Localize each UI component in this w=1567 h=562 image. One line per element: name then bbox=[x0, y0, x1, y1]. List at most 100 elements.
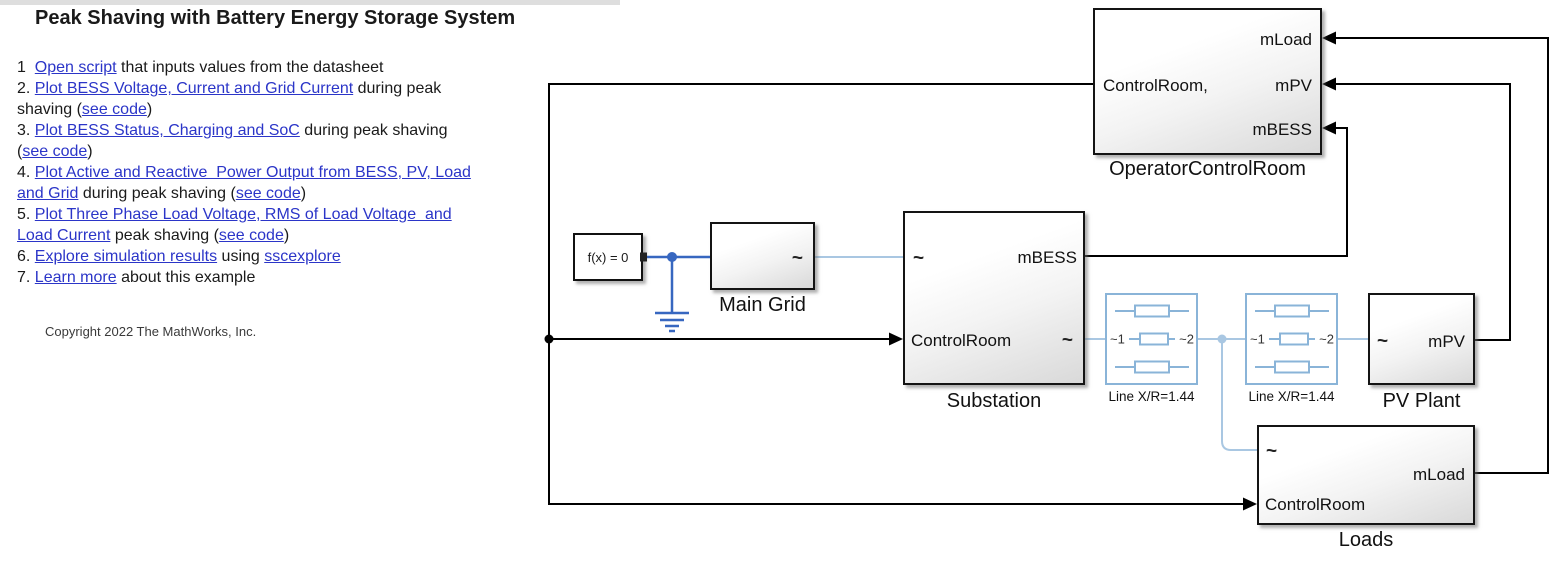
instruction-link[interactable]: Plot BESS Status, Charging and SoC bbox=[34, 122, 300, 139]
instruction-text: using bbox=[217, 248, 265, 265]
main-grid-block[interactable]: ~ bbox=[710, 222, 815, 290]
instruction-text: during peak shaving bbox=[299, 122, 448, 139]
instruction-line: 7. Learn more about this example bbox=[17, 267, 557, 288]
loads-tilde-port: ~ bbox=[1266, 441, 1278, 462]
instruction-text: 5. bbox=[17, 206, 35, 223]
substation-mbess-port: mBESS bbox=[1017, 248, 1077, 267]
port-label-mpv: mPV bbox=[1275, 76, 1312, 95]
instruction-line: 1 Open script that inputs values from th… bbox=[17, 57, 557, 78]
instruction-link[interactable]: Plot BESS Voltage, Current and Grid Curr… bbox=[34, 80, 354, 97]
instruction-link[interactable]: Open script bbox=[34, 59, 117, 76]
pv-plant-label: PV Plant bbox=[1382, 390, 1461, 412]
instruction-link[interactable]: sscexplore bbox=[264, 248, 341, 265]
pv-plant-block[interactable]: ~ mPV bbox=[1368, 293, 1475, 385]
ac-junction-dot bbox=[1217, 334, 1227, 344]
port-label-mload: mLoad bbox=[1260, 30, 1312, 49]
instruction-line: shaving (see code) bbox=[17, 99, 557, 120]
instruction-text: ( bbox=[17, 143, 23, 160]
signal-junction-dot bbox=[544, 334, 554, 344]
pv-plant-mpv-port: mPV bbox=[1428, 332, 1465, 351]
solver-block-text: f(x) = 0 bbox=[587, 249, 629, 265]
instruction-text: 4. bbox=[17, 164, 35, 181]
loads-label: Loads bbox=[1338, 529, 1394, 551]
resistor-icon bbox=[1115, 304, 1189, 374]
instruction-text: ) bbox=[283, 227, 290, 244]
copyright-text: Copyright 2022 The MathWorks, Inc. bbox=[45, 324, 257, 339]
instruction-link[interactable]: and Grid bbox=[17, 185, 79, 202]
instruction-link[interactable]: see code bbox=[81, 101, 147, 118]
instruction-line: 2. Plot BESS Voltage, Current and Grid C… bbox=[17, 78, 557, 99]
instruction-line: (see code) bbox=[17, 141, 557, 162]
instruction-link[interactable]: Plot Three Phase Load Voltage, RMS of Lo… bbox=[34, 206, 452, 223]
line1-port2-label: ~2 bbox=[1179, 331, 1194, 347]
instruction-text: 7. bbox=[17, 269, 35, 286]
line-xr-1-label: Line X/R=1.44 bbox=[1108, 389, 1195, 404]
loads-controlroom-input-arrow bbox=[1243, 497, 1257, 511]
operator-control-room-block[interactable]: ControlRoom, mLoad mPV mBESS bbox=[1093, 8, 1322, 155]
instruction-line: and Grid during peak shaving (see code) bbox=[17, 183, 557, 204]
instruction-text: peak shaving ( bbox=[110, 227, 219, 244]
instruction-text: 3. bbox=[17, 122, 35, 139]
instruction-line: Load Current peak shaving (see code) bbox=[17, 225, 557, 246]
instruction-link[interactable]: Explore simulation results bbox=[34, 248, 218, 265]
solver-port-nub bbox=[640, 252, 647, 262]
instruction-text: during peak bbox=[353, 80, 442, 97]
instruction-text: about this example bbox=[116, 269, 256, 286]
pv-plant-tilde-port: ~ bbox=[1377, 331, 1389, 352]
instruction-text: ) bbox=[146, 101, 153, 118]
loads-mload-port: mLoad bbox=[1413, 465, 1465, 484]
instruction-line: 3. Plot BESS Status, Charging and SoC du… bbox=[17, 120, 557, 141]
line2-port1-label: ~1 bbox=[1250, 331, 1265, 347]
substation-tilde-in-port: ~ bbox=[913, 248, 925, 269]
mload-feedback-wire[interactable] bbox=[1336, 37, 1549, 474]
line1-port1-label: ~1 bbox=[1110, 331, 1125, 347]
loads-controlroom-port: ControlRoom bbox=[1265, 495, 1366, 514]
substation-controlroom-port: ControlRoom bbox=[911, 331, 1012, 350]
line2-port2-label: ~2 bbox=[1319, 331, 1334, 347]
operator-control-room-label: OperatorControlRoom bbox=[1109, 158, 1306, 180]
instruction-text: 1 bbox=[17, 59, 35, 76]
mpv-input-arrow bbox=[1322, 77, 1336, 91]
controlroom-distribution-wire[interactable] bbox=[548, 83, 1243, 505]
substation-label: Substation bbox=[946, 390, 1042, 412]
instruction-link[interactable]: Plot Active and Reactive Power Output fr… bbox=[34, 164, 471, 181]
instruction-link[interactable]: Learn more bbox=[34, 269, 117, 286]
port-label-controlroom: ControlRoom, bbox=[1103, 76, 1208, 95]
line-xr-block-2[interactable]: ~1 ~2 bbox=[1245, 293, 1338, 385]
solver-configuration-block[interactable]: f(x) = 0 bbox=[573, 233, 647, 281]
line-xr-2-label: Line X/R=1.44 bbox=[1248, 389, 1335, 404]
mbess-input-arrow bbox=[1322, 121, 1336, 135]
instruction-line: 6. Explore simulation results using ssce… bbox=[17, 246, 557, 267]
model-title: Peak Shaving with Battery Energy Storage… bbox=[35, 7, 516, 29]
instruction-text: during peak shaving ( bbox=[78, 185, 236, 202]
mpv-feedback-wire[interactable] bbox=[1336, 83, 1511, 341]
instructions: 1 Open script that inputs values from th… bbox=[17, 57, 557, 288]
substation-controlroom-input-arrow bbox=[889, 332, 903, 346]
main-grid-tilde-port: ~ bbox=[791, 248, 803, 269]
loads-block[interactable]: ~ ControlRoom mLoad bbox=[1257, 425, 1475, 525]
main-grid-label: Main Grid bbox=[719, 294, 806, 316]
ground-icon bbox=[655, 311, 689, 333]
line-junction-to-loads-wire[interactable] bbox=[1221, 339, 1257, 451]
substation-block[interactable]: ~ ControlRoom mBESS ~ bbox=[903, 211, 1085, 385]
top-strip bbox=[0, 0, 620, 5]
instruction-link[interactable]: Load Current bbox=[17, 227, 111, 244]
instruction-link[interactable]: see code bbox=[22, 143, 88, 160]
instruction-link[interactable]: see code bbox=[218, 227, 284, 244]
port-label-mbess: mBESS bbox=[1252, 120, 1312, 139]
substation-tilde-out-port: ~ bbox=[1061, 330, 1073, 351]
instruction-text: that inputs values from the datasheet bbox=[116, 59, 384, 76]
line-xr-block-1[interactable]: ~1 ~2 bbox=[1105, 293, 1198, 385]
resistor-icon bbox=[1255, 304, 1329, 374]
mload-input-arrow bbox=[1322, 31, 1336, 45]
instruction-text: 2. bbox=[17, 80, 35, 97]
instruction-link[interactable]: see code bbox=[235, 185, 301, 202]
instruction-text: ) bbox=[87, 143, 93, 160]
instruction-line: 4. Plot Active and Reactive Power Output… bbox=[17, 162, 557, 183]
instruction-text: ) bbox=[300, 185, 307, 202]
mbess-feedback-wire[interactable] bbox=[1085, 127, 1348, 257]
physical-junction-dot bbox=[667, 252, 677, 262]
instruction-line: 5. Plot Three Phase Load Voltage, RMS of… bbox=[17, 204, 557, 225]
